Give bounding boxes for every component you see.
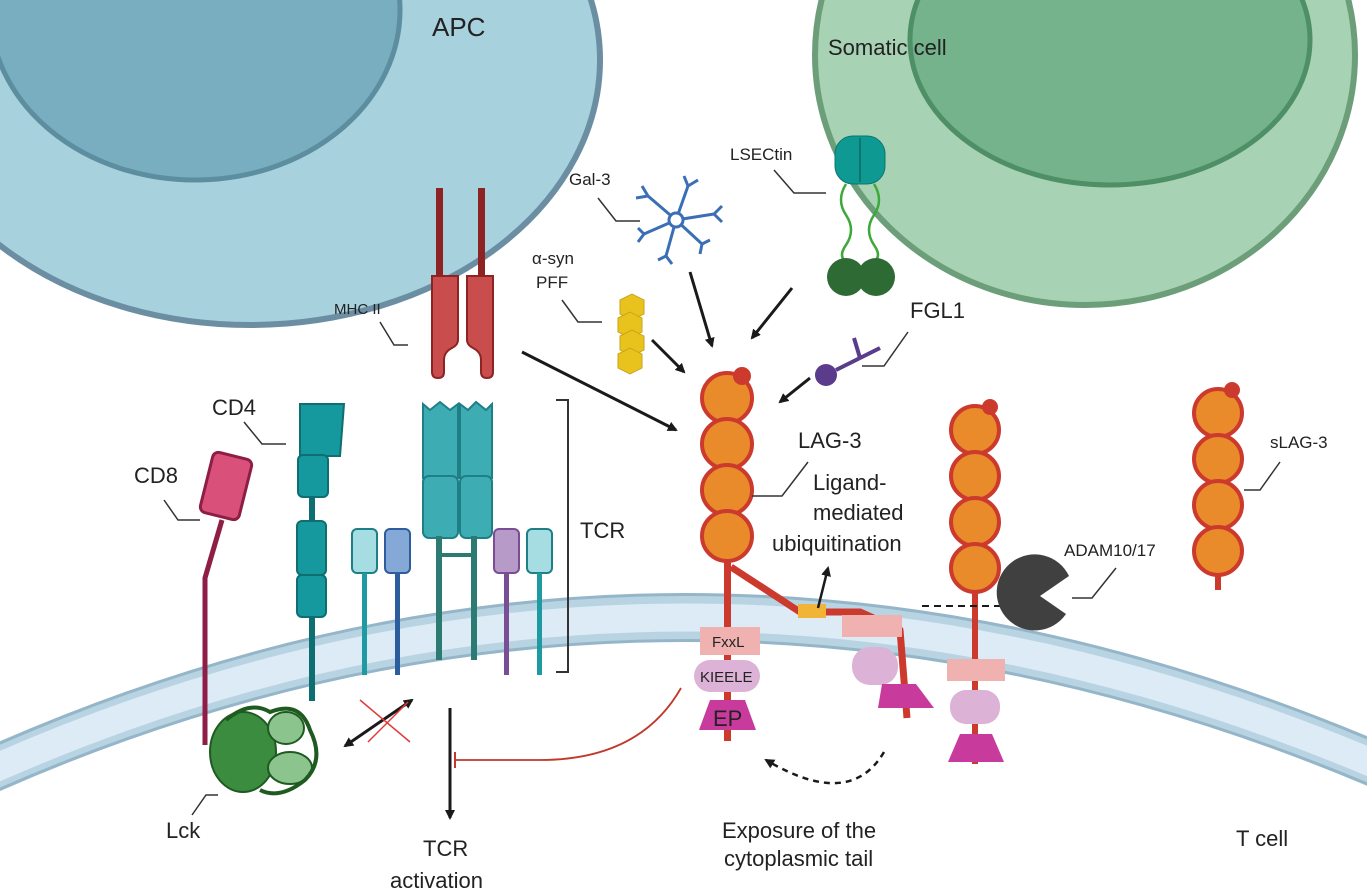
cd4-molecule: [296, 403, 346, 701]
lag3-cleavable-molecule: [947, 399, 1005, 764]
kieele-motif-label: KIEELE: [700, 669, 753, 686]
exposure-line1: Exposure of the: [722, 818, 876, 843]
lag3-exposed-tail: [729, 564, 934, 719]
ep-motif-label: EP: [713, 706, 742, 731]
adam-protease: [996, 554, 1069, 631]
apc-label: APC: [432, 12, 485, 42]
asyn-pff-fibril: [617, 293, 645, 375]
asyn-label-line1: α-syn: [532, 249, 574, 268]
adam-label: ADAM10/17: [1064, 541, 1156, 560]
blocked-cross-a: [359, 699, 411, 743]
tcell-membrane: [0, 593, 1367, 792]
ubiquitination-arrow: [816, 566, 831, 609]
gal3-arrow: [688, 271, 715, 348]
somatic-cell: [812, 0, 1358, 308]
gal3-label: Gal-3: [569, 170, 611, 189]
mhc2-label: MHC II: [334, 301, 381, 318]
lsectin-molecule: [827, 135, 895, 296]
fgl1-molecule: [815, 337, 881, 386]
lsectin-leader-line: [773, 169, 826, 194]
ubiquitination-line3: ubiquitination: [772, 531, 902, 556]
asyn-label-line2: PFF: [536, 273, 568, 292]
tcr-activation-line2: activation: [390, 868, 483, 893]
fgl1-label: FGL1: [910, 298, 965, 323]
lsectin-arrow: [750, 287, 794, 340]
fxxl-motif-label: FxxL: [712, 634, 745, 651]
exposure-line2: cytoplasmic tail: [724, 846, 873, 871]
tcr-activation-line1: TCR: [423, 836, 468, 861]
lck-kinase: [209, 705, 319, 796]
fgl1-leader-line: [862, 331, 909, 367]
fgl1-arrow: [778, 376, 811, 404]
gal3-molecule: [635, 175, 724, 265]
somatic-cell-label: Somatic cell: [828, 35, 947, 60]
adam-leader-line: [1072, 567, 1117, 599]
cd4-leader-line: [243, 421, 286, 445]
cd4-label: CD4: [212, 395, 256, 420]
cd8-leader-line: [163, 499, 200, 521]
mhc2-leader-line: [379, 321, 408, 346]
exposure-dashed-arrow: [764, 751, 886, 785]
slag3-label: sLAG-3: [1270, 433, 1328, 452]
lck-label: Lck: [166, 818, 201, 843]
mhc2-molecule: [431, 188, 494, 380]
cd8-label: CD8: [134, 463, 178, 488]
lck-cd4-interaction-arrow: [343, 698, 414, 748]
lsectin-label: LSECtin: [730, 145, 792, 164]
asyn-arrow: [650, 338, 686, 374]
tcr-complex: [351, 400, 553, 675]
slag3-molecule: [1192, 382, 1244, 590]
lag3-bound-molecule: FxxL KIEELE EP: [694, 367, 760, 741]
slag3-leader-line: [1244, 461, 1281, 491]
cd8-molecule: [198, 450, 254, 745]
tcell-label: T cell: [1236, 826, 1288, 851]
blocked-cross-b: [367, 701, 409, 743]
tcr-bracket: [556, 399, 569, 673]
ubiquitination-line1: Ligand-: [813, 470, 886, 495]
apc-cell: [0, 0, 603, 328]
tcr-label: TCR: [580, 518, 625, 543]
lck-leader-line: [191, 794, 218, 816]
inhibition-line: [455, 687, 682, 761]
ubiquitination-line2: mediated: [813, 500, 904, 525]
asyn-leader-line: [561, 299, 602, 323]
gal3-leader-line: [597, 197, 640, 222]
lag3-label: LAG-3: [798, 428, 862, 453]
lag3-leader-line: [752, 461, 809, 497]
mhc2-lag3-arrow: [521, 350, 678, 432]
